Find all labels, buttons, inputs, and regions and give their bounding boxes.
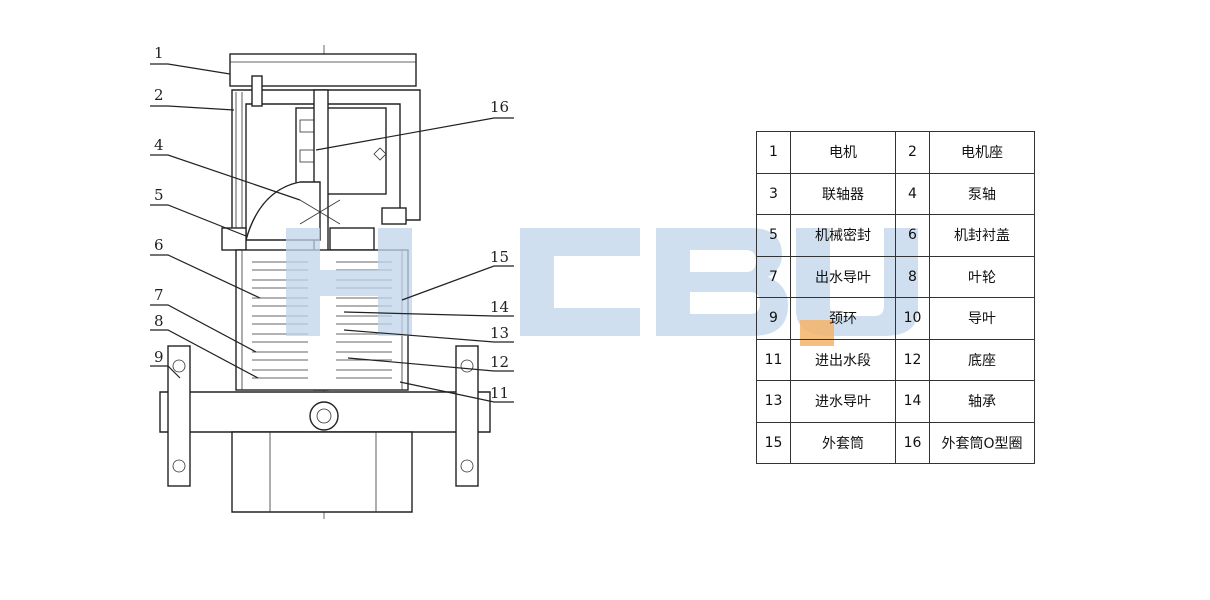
part-name: 出水导叶: [790, 255, 896, 298]
coupling-guard: [295, 107, 387, 195]
seal-housing: [245, 181, 321, 241]
part-name: 叶轮: [929, 255, 1035, 298]
callout-14: 14: [490, 298, 509, 316]
impeller-stack: [252, 261, 392, 379]
callout-12: 12: [490, 353, 509, 371]
part-number: 11: [756, 338, 791, 381]
part-number: 12: [895, 338, 930, 381]
callout-9: 9: [154, 348, 164, 366]
part-number: 8: [895, 255, 930, 298]
part-name: 泵轴: [929, 172, 1035, 215]
seal-bolt: [381, 207, 407, 225]
flange-bolt: [460, 359, 474, 373]
table-row: 1 电机 2 电机座: [756, 131, 1035, 174]
part-name: 进出水段: [790, 338, 896, 381]
part-number: 16: [895, 421, 930, 464]
part-name: 轴承: [929, 380, 1035, 423]
table-row: 13 进水导叶 14 轴承: [756, 380, 1035, 423]
part-number: 5: [756, 214, 791, 257]
part-name: 电机: [790, 131, 896, 174]
part-number: 9: [756, 297, 791, 340]
part-name: 外套筒O型圈: [929, 421, 1035, 464]
callout-6: 6: [154, 236, 164, 254]
table-row: 5 机械密封 6 机封衬盖: [756, 214, 1035, 257]
callout-16: 16: [490, 98, 509, 116]
callout-8: 8: [154, 312, 164, 330]
part-number: 14: [895, 380, 930, 423]
part-number: 7: [756, 255, 791, 298]
motor-seat-wall: [235, 92, 243, 236]
part-name: 机封衬盖: [929, 214, 1035, 257]
part-name: 机械密封: [790, 214, 896, 257]
callout-1: 1: [154, 44, 164, 62]
part-number: 4: [895, 172, 930, 215]
left-flange: [167, 345, 191, 487]
drain-plug: [309, 401, 339, 431]
motor-bolt: [251, 75, 263, 107]
diamond-mark: [373, 147, 387, 161]
part-number: 2: [895, 131, 930, 174]
table-row: 9 颈环 10 导叶: [756, 297, 1035, 340]
part-number: 1: [756, 131, 791, 174]
callout-4: 4: [154, 136, 164, 154]
leader-lines: [150, 63, 514, 403]
part-name: 进水导叶: [790, 380, 896, 423]
part-number: 6: [895, 214, 930, 257]
table-row: 3 联轴器 4 泵轴: [756, 172, 1035, 215]
part-number: 3: [756, 172, 791, 215]
mechanical-seal-spring: [299, 199, 341, 225]
callout-7: 7: [154, 286, 164, 304]
part-name: 导叶: [929, 297, 1035, 340]
part-number: 13: [756, 380, 791, 423]
part-number: 10: [895, 297, 930, 340]
callout-2: 2: [154, 86, 164, 104]
table-row: 15 外套筒 16 外套筒O型圈: [756, 421, 1035, 464]
callout-13: 13: [490, 324, 509, 342]
part-name: 颈环: [790, 297, 896, 340]
flange-bolt: [172, 359, 186, 373]
table-row: 11 进出水段 12 底座: [756, 338, 1035, 381]
callout-11: 11: [490, 384, 509, 402]
table-row: 7 出水导叶 8 叶轮: [756, 255, 1035, 298]
part-name: 联轴器: [790, 172, 896, 215]
callout-5: 5: [154, 186, 164, 204]
right-flange: [455, 345, 479, 487]
seal-cover: [329, 227, 375, 251]
part-number: 15: [756, 421, 791, 464]
part-name: 底座: [929, 338, 1035, 381]
part-name: 外套筒: [790, 421, 896, 464]
flange-bolt: [172, 459, 186, 473]
parts-table: 1 电机 2 电机座 3 联轴器 4 泵轴 5 机械密封 6 机封衬盖 7 出水…: [756, 131, 1035, 464]
callout-15: 15: [490, 248, 509, 266]
pump-base: [231, 431, 413, 513]
drain-plug-hole: [316, 408, 332, 424]
part-name: 电机座: [929, 131, 1035, 174]
flange-bolt: [460, 459, 474, 473]
